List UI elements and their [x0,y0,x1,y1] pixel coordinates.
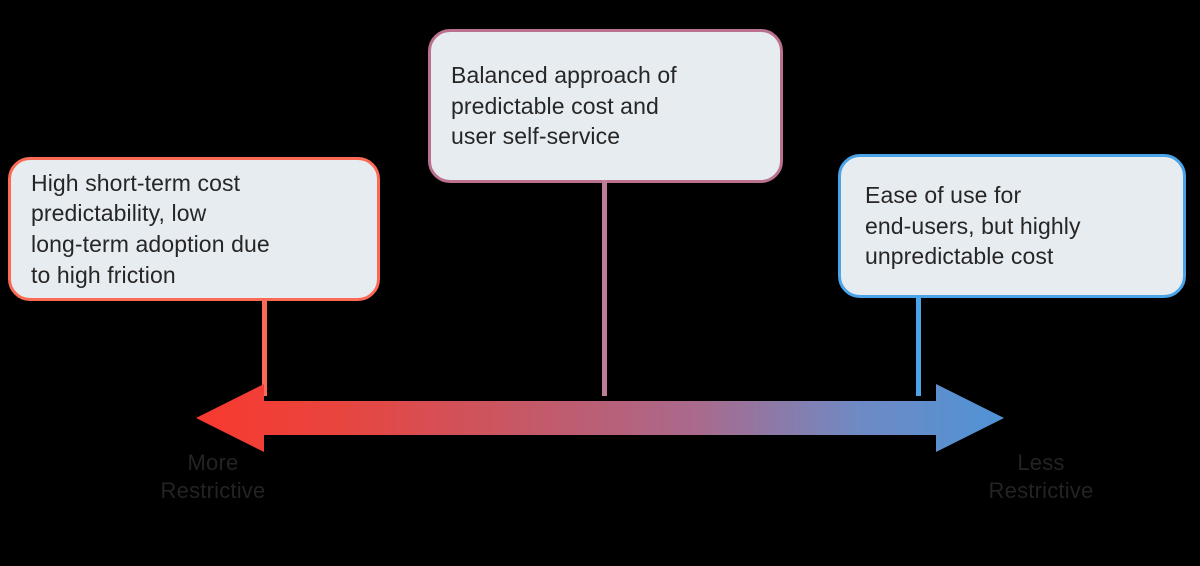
callout-text-right: Ease of use for end-users, but highly un… [865,182,1081,270]
spectrum-arrow [196,382,1004,454]
callout-text-middle: Balanced approach of predictable cost an… [451,62,677,150]
callout-box-left: High short-term cost predictability, low… [8,157,380,301]
axis-label-more-restrictive: More Restrictive [160,450,266,503]
callout-box-middle: Balanced approach of predictable cost an… [428,29,783,183]
spectrum-arrow-svg [196,384,1004,452]
callout-box-right: Ease of use for end-users, but highly un… [838,154,1186,298]
connector-line-right [916,295,921,396]
callout-text-left: High short-term cost predictability, low… [31,169,270,288]
connector-line-left [262,298,267,396]
connector-line-middle [602,180,607,396]
axis-label-less-restrictive: Less Restrictive [988,450,1094,503]
spectrum-arrow-shape [196,384,1004,452]
